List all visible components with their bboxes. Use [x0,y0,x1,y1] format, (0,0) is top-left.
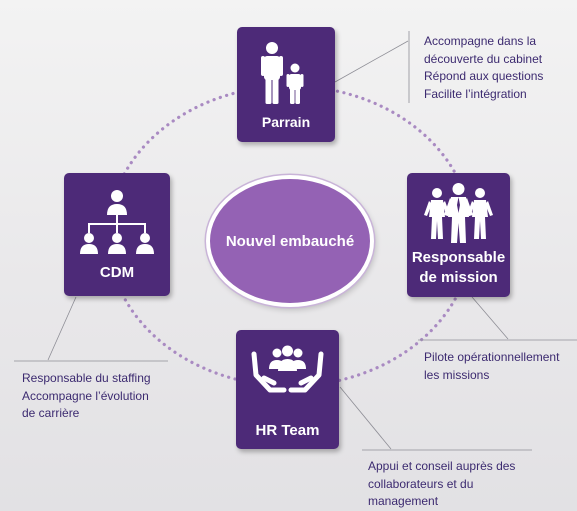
hr-card: HR Team [236,330,339,449]
description-line: Accompagne l’évolution [22,388,149,403]
team-walking-icon [407,183,510,250]
cdm-label: CDM [99,264,135,281]
mission-description: Pilote opérationnellement les missions [424,349,559,384]
parrain-label: Parrain [261,114,311,130]
description-line: Pilote opérationnellement [424,350,560,364]
mission-label-line-1: Responsable [411,249,506,266]
description-line: les missions [424,367,490,382]
mission-label-line-2: de mission [419,269,498,286]
description-line: Accompagne dans la [424,34,537,48]
description-line: Responsable du staffing [22,371,151,385]
description-line: Répond aux questions [424,69,544,83]
mission-label: Responsable de mission [407,248,510,288]
cdm-card: CDM [64,173,170,296]
cdm-leader-line [47,296,77,361]
hr-description: Appui et conseil auprès des collaborateu… [368,458,515,511]
parrain-description: Accompagne dans la découverte du cabinet… [424,33,543,103]
org-chart-icon [64,187,170,264]
description-line: découverte du cabinet [424,51,543,66]
hands-holding-people-icon [236,342,339,407]
description-line: Appui et conseil auprès des [368,459,516,473]
cdm-description: Responsable du staffing Accompagne l’évo… [22,370,151,423]
mission-card: Responsable de mission [407,173,510,297]
parent-child-icon [237,41,335,110]
description-line: Facilite l’intégration [424,86,527,101]
description-line: de carrière [22,406,80,420]
mission-leader-line [471,296,509,340]
center-label: Nouvel embauché [225,232,355,250]
parrain-card: Parrain [237,27,335,142]
description-line: management [368,494,439,508]
center-circle: Nouvel embauché [206,175,374,307]
hr-leader-line [339,386,392,450]
description-line: collaborateurs et du [368,476,474,491]
parrain-leader-line [334,40,409,83]
hr-label: HR Team [255,422,320,439]
